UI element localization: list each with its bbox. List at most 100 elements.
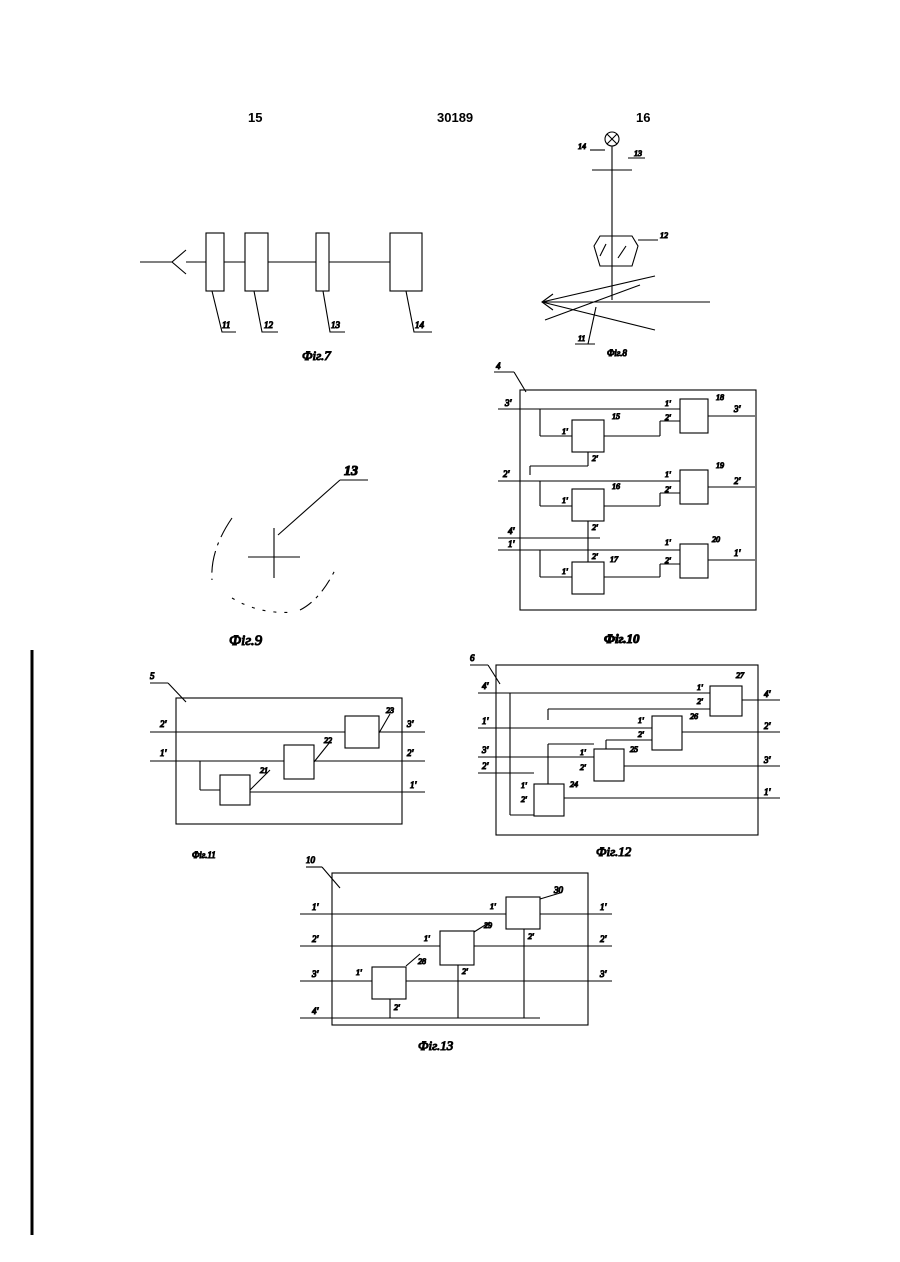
fig7-block-11 [206, 233, 224, 291]
fig12-port: 1' [697, 683, 703, 692]
fig9-caption: Фіг.9 [229, 633, 263, 649]
eye-icon [172, 250, 186, 274]
fig10-block-16 [572, 489, 604, 521]
fig12-port: 1' [638, 716, 644, 725]
fig13-port: 1' [424, 934, 430, 943]
fig10-block-20 [680, 544, 708, 578]
fig10-label-20: 20 [712, 535, 720, 544]
fig12-unit-label: 6 [470, 653, 475, 663]
fig10-port: 2' [665, 485, 671, 494]
fig7-block-12 [245, 233, 268, 291]
fig12-port: 2' [638, 730, 644, 739]
fig7-label-14: 14 [415, 320, 425, 330]
fig10-block-15 [572, 420, 604, 452]
fig13-block-30 [506, 897, 540, 929]
fig11-caption: Фіг.11 [192, 850, 216, 860]
fig11-label-22: 22 [324, 736, 332, 745]
fig13-port: 2' [528, 932, 534, 941]
fig8-label-mirror: 11 [578, 334, 585, 343]
fig10-port: 1' [665, 470, 671, 479]
fig10-port: 1' [665, 538, 671, 547]
fig12-label-25: 25 [630, 745, 638, 754]
fig11-label-23: 23 [386, 706, 394, 715]
fig10-port: 1' [562, 496, 568, 505]
fig10-port: 1' [562, 427, 568, 436]
fig13-port: 2' [462, 967, 468, 976]
fig10-in-4: 4' [508, 526, 516, 536]
fig11-block-21 [220, 775, 250, 805]
fig12-block-26 [652, 716, 682, 750]
fig10-block-19 [680, 470, 708, 504]
fig10-block-18 [680, 399, 708, 433]
fig11-unit-label: 5 [150, 671, 155, 681]
fig13-in-4: 4' [312, 1006, 320, 1016]
fig10-port: 1' [562, 567, 568, 576]
fig12-label-27: 27 [736, 671, 745, 680]
fig13-in-3: 3' [311, 969, 320, 979]
fig12-out-2: 2' [764, 721, 772, 731]
fig10-in-1: 1' [508, 539, 516, 549]
fig13-out-1: 1' [600, 902, 608, 912]
fig12: 6 4' 1' 3' 2' 4' 2' 3' 1' 24 25 26 27 1'… [470, 653, 780, 859]
fig10-block-17 [572, 562, 604, 594]
fig13-in-1: 1' [312, 902, 320, 912]
fig10-port: 2' [592, 523, 598, 532]
fig10-port: 2' [665, 556, 671, 565]
fig10-port: 2' [592, 454, 598, 463]
fig13-out-3: 3' [599, 969, 608, 979]
fig12-out-1: 1' [764, 787, 772, 797]
fig10-in-2: 2' [503, 469, 511, 479]
fig11-in-2: 2' [160, 719, 168, 729]
fig12-port: 2' [697, 697, 703, 706]
fig10-caption: Фіг.10 [604, 631, 640, 646]
fig9: 13 Фіг.9 [212, 464, 368, 649]
fig12-port: 1' [521, 781, 527, 790]
fig7-block-13 [316, 233, 329, 291]
fig13-port: 2' [394, 1003, 400, 1012]
fig13-label-30: 30 [553, 885, 564, 895]
fig11: 5 2' 1' 3' 2' 1' 21 22 23 Фіг.11 [150, 671, 425, 860]
fig10-port: 2' [665, 413, 671, 422]
fig13: 10 1' 2' 3' 4' 1' 2' 3' 28 29 30 1' 2' 1… [300, 855, 612, 1053]
fig11-out-1: 1' [410, 780, 418, 790]
fig8-label-lamp: 14 [578, 142, 586, 151]
lens-icon [594, 236, 638, 266]
fig7-label-11: 11 [222, 320, 230, 330]
fig9-label: 13 [344, 464, 358, 479]
fig12-block-24 [534, 784, 564, 816]
fig13-label-29: 29 [484, 921, 492, 930]
fig13-label-28: 28 [418, 957, 426, 966]
fig8-label-lens: 12 [660, 231, 668, 240]
fig10-port: 1' [665, 399, 671, 408]
fig13-caption: Фіг.13 [418, 1038, 454, 1053]
fig8-label-reticle: 13 [634, 149, 642, 158]
fig12-out-4: 4' [764, 689, 772, 699]
fig11-label-21: 21 [260, 766, 268, 775]
fig7-label-12: 12 [264, 320, 274, 330]
fig11-out-2: 2' [407, 748, 415, 758]
fig7-block-14 [390, 233, 422, 291]
fig12-block-27 [710, 686, 742, 716]
fig13-out-2: 2' [600, 934, 608, 944]
fig10-in-3: 3' [504, 398, 513, 408]
fig11-block-23 [345, 716, 379, 748]
fig8-caption: Фіг.8 [607, 348, 627, 358]
fig12-label-24: 24 [570, 780, 578, 789]
fig10-label-15: 15 [612, 412, 620, 421]
fig12-label-26: 26 [690, 712, 698, 721]
fig12-caption: Фіг.12 [596, 844, 632, 859]
fig10: 4 3' 2' 4' 1' 3' 2' 1' 15 16 [494, 361, 756, 646]
fig12-port: 1' [580, 748, 586, 757]
fig10-label-16: 16 [612, 482, 620, 491]
fig12-port: 2' [580, 763, 586, 772]
fig10-label-18: 18 [716, 393, 724, 402]
fig12-in-2: 2' [482, 761, 490, 771]
fig11-out-3: 3' [406, 719, 415, 729]
fig10-unit-label: 4 [496, 361, 501, 371]
fig10-label-19: 19 [716, 461, 724, 470]
fig13-port: 1' [356, 968, 362, 977]
fig10-out-1: 1' [734, 548, 742, 558]
fig7-caption: Фіг.7 [302, 348, 331, 363]
fig13-in-2: 2' [312, 934, 320, 944]
fig12-port: 2' [521, 795, 527, 804]
